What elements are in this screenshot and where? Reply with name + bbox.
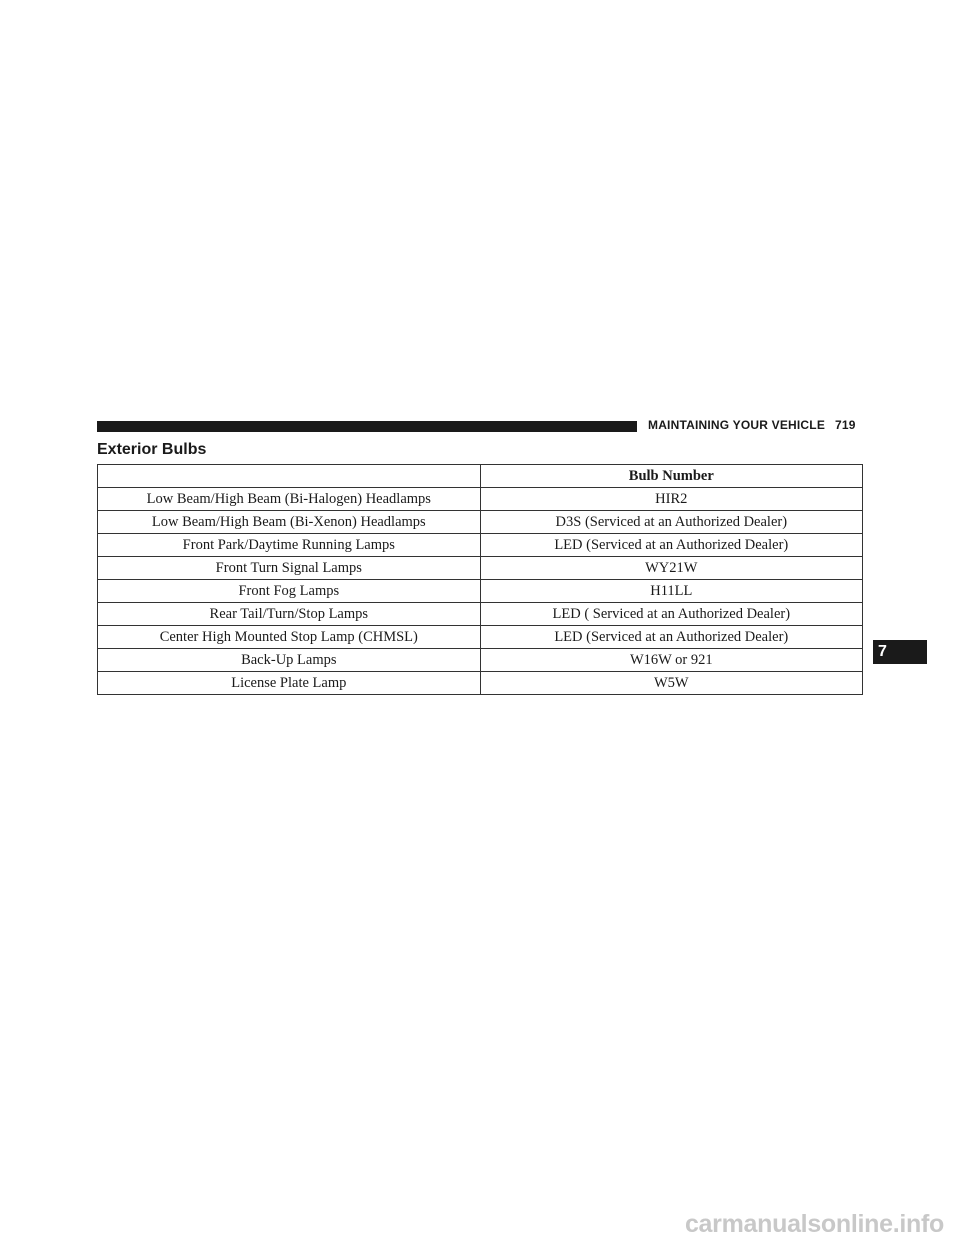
chapter-tab: 7 xyxy=(873,640,927,664)
table-row: Rear Tail/Turn/Stop Lamps LED ( Serviced… xyxy=(97,602,864,626)
lamp-cell: Rear Tail/Turn/Stop Lamps xyxy=(97,602,481,626)
bulb-cell: HIR2 xyxy=(479,487,864,511)
bulb-cell: LED ( Serviced at an Authorized Dealer) xyxy=(479,602,864,626)
header-rule xyxy=(97,421,637,432)
lamp-cell: Back-Up Lamps xyxy=(97,648,481,672)
bulb-cell: D3S (Serviced at an Authorized Dealer) xyxy=(479,510,864,534)
bulb-cell: W5W xyxy=(479,671,864,695)
bulb-cell: LED (Serviced at an Authorized Dealer) xyxy=(479,533,864,557)
table-row: Back-Up Lamps W16W or 921 xyxy=(97,648,864,672)
lamp-cell: Front Fog Lamps xyxy=(97,579,481,603)
table-row: Front Park/Daytime Running Lamps LED (Se… xyxy=(97,533,864,557)
table-row: Front Turn Signal Lamps WY21W xyxy=(97,556,864,580)
table-row: Center High Mounted Stop Lamp (CHMSL) LE… xyxy=(97,625,864,649)
table-row: Front Fog Lamps H11LL xyxy=(97,579,864,603)
table-header-row: Bulb Number xyxy=(97,464,864,488)
lamp-cell: Center High Mounted Stop Lamp (CHMSL) xyxy=(97,625,481,649)
section-name: MAINTAINING YOUR VEHICLE xyxy=(648,418,826,432)
exterior-bulbs-table: Bulb Number Low Beam/High Beam (Bi-Halog… xyxy=(97,464,864,695)
column-header-bulb-number: Bulb Number xyxy=(479,464,864,488)
running-header: MAINTAINING YOUR VEHICLE 719 xyxy=(648,418,856,432)
page-number: 719 xyxy=(835,418,856,432)
table-row: Low Beam/High Beam (Bi-Halogen) Headlamp… xyxy=(97,487,864,511)
table-row: License Plate Lamp W5W xyxy=(97,671,864,695)
lamp-cell: Front Turn Signal Lamps xyxy=(97,556,481,580)
lamp-cell: License Plate Lamp xyxy=(97,671,481,695)
watermark: carmanualsonline.info xyxy=(684,1210,944,1238)
bulb-cell: WY21W xyxy=(479,556,864,580)
lamp-cell: Front Park/Daytime Running Lamps xyxy=(97,533,481,557)
bulb-cell: LED (Serviced at an Authorized Dealer) xyxy=(479,625,864,649)
section-title: Exterior Bulbs xyxy=(97,441,207,458)
column-header-lamp xyxy=(97,464,481,488)
lamp-cell: Low Beam/High Beam (Bi-Halogen) Headlamp… xyxy=(97,487,481,511)
lamp-cell: Low Beam/High Beam (Bi-Xenon) Headlamps xyxy=(97,510,481,534)
table-row: Low Beam/High Beam (Bi-Xenon) Headlamps … xyxy=(97,510,864,534)
bulb-cell: H11LL xyxy=(479,579,864,603)
bulb-cell: W16W or 921 xyxy=(479,648,864,672)
